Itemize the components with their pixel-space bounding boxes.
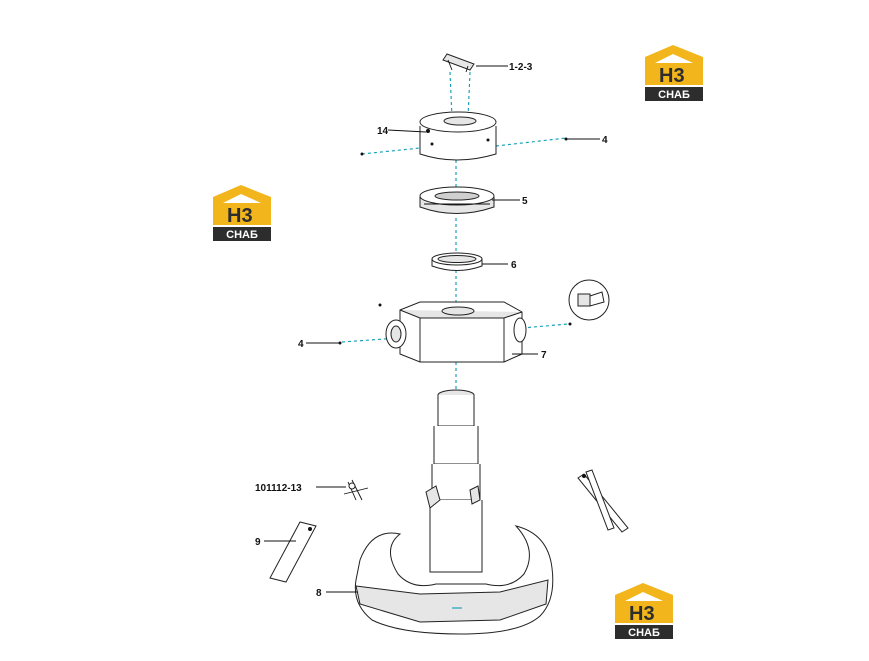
logo-word: СНАБ <box>226 229 258 241</box>
brand-logo-bottom-right: H3 СНАБ <box>615 583 673 639</box>
callout-10-11-12-13: 101112-13 <box>255 483 302 494</box>
logo-word: СНАБ <box>658 89 690 101</box>
part-bearing-5 <box>419 186 495 214</box>
callout-9: 9 <box>255 537 261 548</box>
callout-4-mid: 4 <box>298 339 304 350</box>
callout-14: 14 <box>377 126 389 137</box>
logo-word: СНАБ <box>628 627 660 639</box>
fastener-dots <box>338 137 572 345</box>
brand-logo-top-right: H3 СНАБ <box>645 45 703 101</box>
callout-5: 5 <box>522 196 528 207</box>
logo-letters: H3 <box>659 65 685 87</box>
part-latch-spring <box>577 469 629 533</box>
part-hook-shank <box>425 389 483 573</box>
logo-letters: H3 <box>629 603 655 625</box>
assembly-axis-lines <box>341 71 569 392</box>
logo-letters: H3 <box>227 205 253 227</box>
callouts: 1-2-3 14 4 5 6 7 4 101112-13 9 8 <box>255 62 608 599</box>
part-pin-1-2-3 <box>442 53 475 73</box>
part-crosshead-7 <box>385 301 527 363</box>
callout-7: 7 <box>541 350 547 361</box>
callout-4-top: 4 <box>602 135 608 146</box>
callout-6: 6 <box>511 260 517 271</box>
part-hardware-10-13 <box>343 479 369 501</box>
part-cap-14 <box>419 111 497 161</box>
part-hook-8 <box>354 525 554 635</box>
callout-8: 8 <box>316 588 322 599</box>
part-latch-9 <box>269 521 317 583</box>
callout-1-2-3: 1-2-3 <box>509 62 533 73</box>
grease-fitting-detail <box>568 279 610 321</box>
part-ring-6 <box>431 252 483 271</box>
brand-logo-left: H3 СНАБ <box>213 185 271 241</box>
